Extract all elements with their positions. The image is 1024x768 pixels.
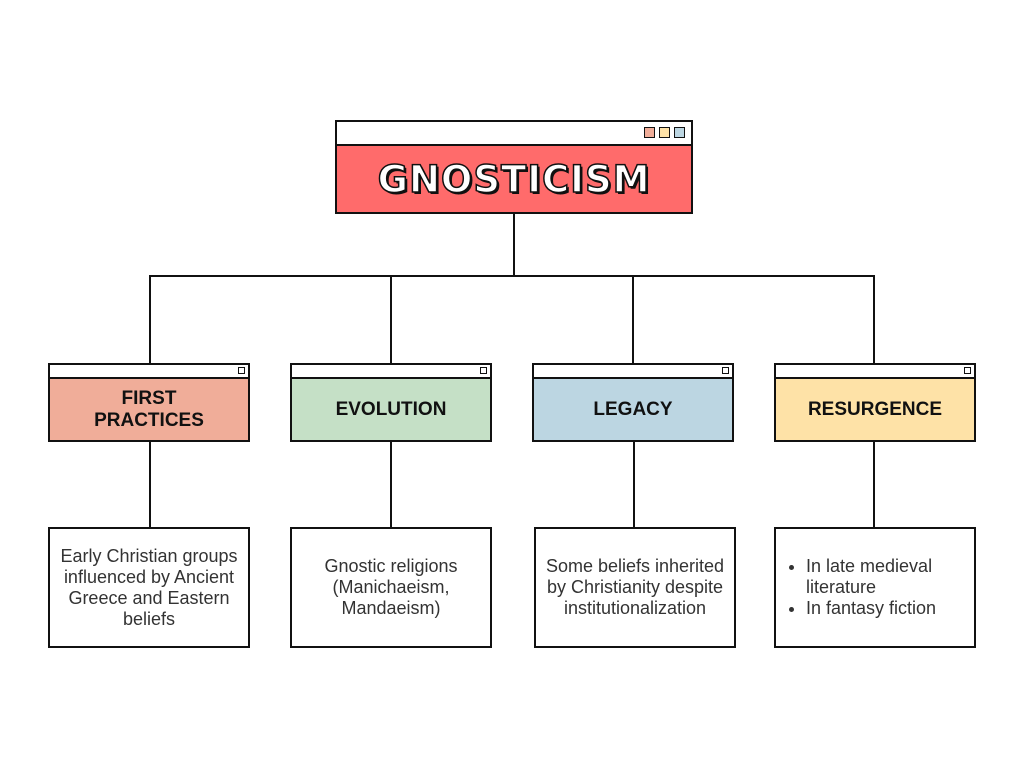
category-label: LEGACY [593, 398, 673, 420]
description-resurgence: In late medieval literature In fantasy f… [774, 527, 976, 648]
description-first-practices: Early Christian groups influenced by Anc… [48, 527, 250, 648]
window-title-bar [50, 365, 248, 379]
description-evolution: Gnostic religions (Manichaeism, Mandaeis… [290, 527, 492, 648]
description-legacy: Some beliefs inherited by Christianity d… [534, 527, 736, 648]
description-text: Early Christian groups influenced by Anc… [60, 545, 238, 629]
window-dot-icon [480, 367, 487, 374]
category-resurgence: RESURGENCE [774, 363, 976, 442]
window-dot-icon [238, 367, 245, 374]
window-dot-icon [964, 367, 971, 374]
window-title-bar [534, 365, 732, 379]
category-evolution: EVOLUTION [290, 363, 492, 442]
category-legacy: LEGACY [532, 363, 734, 442]
description-text: Gnostic religions (Manichaeism, Mandaeis… [324, 556, 458, 618]
bullet-list: In late medieval literature In fantasy f… [784, 556, 966, 619]
list-item: In fantasy fiction [806, 598, 966, 619]
category-label: EVOLUTION [335, 398, 447, 420]
window-dot-icon [722, 367, 729, 374]
main-topic-title: GNOSTICISM [377, 157, 651, 202]
window-dot-icon [674, 127, 685, 138]
window-title-bar [776, 365, 974, 379]
main-topic-body: GNOSTICISM [337, 146, 691, 212]
window-dot-icon [659, 127, 670, 138]
window-title-bar [292, 365, 490, 379]
category-label: FIRST PRACTICES [94, 387, 204, 431]
list-item: In late medieval literature [806, 556, 966, 598]
category-first-practices: FIRST PRACTICES [48, 363, 250, 442]
description-text: Some beliefs inherited by Christianity d… [545, 556, 725, 618]
window-dot-icon [644, 127, 655, 138]
window-title-bar [337, 122, 691, 146]
main-topic-window: GNOSTICISM [335, 120, 693, 214]
category-label: RESURGENCE [807, 398, 943, 420]
